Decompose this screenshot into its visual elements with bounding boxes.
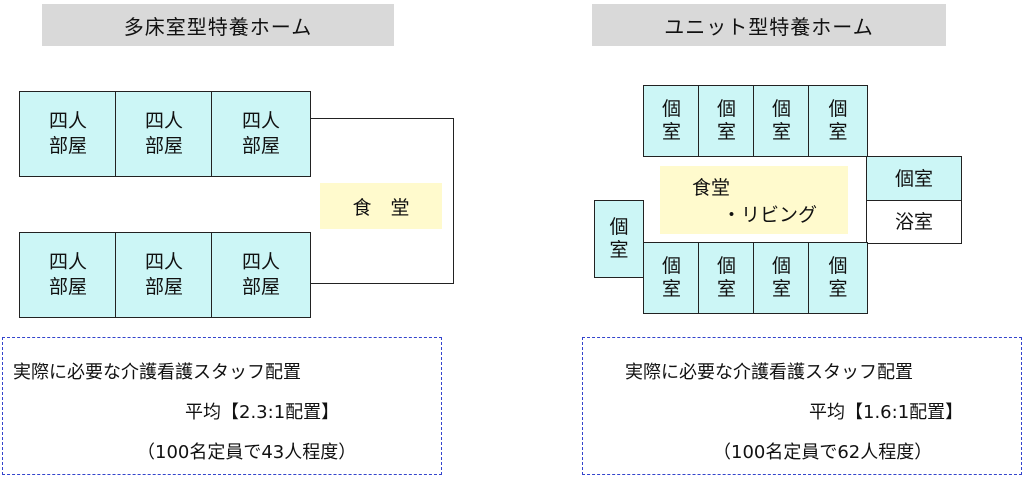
right-room-side-right: 個室 — [866, 156, 962, 202]
left-dining-outline — [310, 118, 454, 284]
left-title-text: 多床室型特養ホーム — [123, 14, 313, 39]
left-room-bottom-1: 四人部屋 — [19, 232, 117, 318]
right-room-top-1: 個室 — [643, 85, 700, 157]
right-bath: 浴室 — [866, 200, 962, 244]
right-staff-line1: 実際に必要な介護看護スタッフ配置 — [625, 362, 913, 383]
left-room-bottom-2: 四人部屋 — [115, 232, 213, 318]
left-staff-line3: （100名定員で43人程度） — [137, 442, 357, 463]
right-living-area: 食堂 ・リビング — [660, 166, 848, 234]
left-dining-label: 食 堂 — [352, 196, 410, 219]
left-staff-line1: 実際に必要な介護看護スタッフ配置 — [13, 362, 301, 383]
right-staff-line2: 平均【1.6:1配置】 — [809, 402, 964, 423]
right-room-bottom-1: 個室 — [643, 242, 700, 314]
right-room-top-3: 個室 — [753, 85, 810, 157]
right-staff-line3: （100名定員で62人程度） — [713, 442, 933, 463]
right-bath-label: 浴室 — [894, 210, 933, 233]
right-staff-box: 実際に必要な介護看護スタッフ配置 平均【1.6:1配置】 （100名定員で62人… — [582, 337, 1022, 475]
left-room-top-2: 四人部屋 — [115, 91, 213, 177]
right-room-bottom-3: 個室 — [753, 242, 810, 314]
right-title: ユニット型特養ホーム — [592, 4, 946, 46]
left-dining-area: 食 堂 — [320, 183, 442, 229]
right-room-bottom-2: 個室 — [698, 242, 755, 314]
right-room-top-4: 個室 — [808, 85, 868, 157]
left-room-top-1: 四人部屋 — [19, 91, 117, 177]
right-title-text: ユニット型特養ホーム — [664, 14, 874, 39]
left-staff-box: 実際に必要な介護看護スタッフ配置 平均【2.3:1配置】 （100名定員で43人… — [2, 337, 442, 475]
left-room-bottom-3: 四人部屋 — [211, 232, 311, 318]
left-title: 多床室型特養ホーム — [42, 4, 394, 46]
left-staff-line2: 平均【2.3:1配置】 — [185, 402, 340, 423]
right-room-side-left: 個室 — [594, 200, 644, 278]
right-living-line1: 食堂 — [692, 177, 731, 199]
left-room-top-3: 四人部屋 — [211, 91, 311, 177]
right-room-top-2: 個室 — [698, 85, 755, 157]
right-living-line2: ・リビング — [722, 204, 818, 226]
right-room-bottom-4: 個室 — [808, 242, 868, 314]
